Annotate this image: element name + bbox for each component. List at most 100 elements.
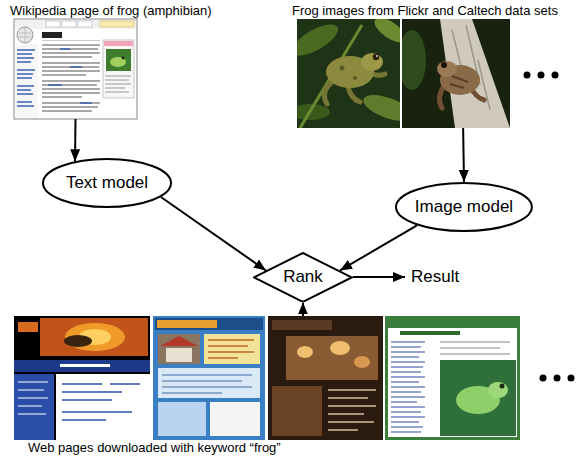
ellipse-outline [396,183,532,231]
web-page-screenshot [297,346,313,358]
more-dots [524,72,531,79]
model-ellipse: Image model [395,182,533,232]
wikipedia-screenshot [14,19,137,119]
frog-photo [373,54,379,60]
web-page-screenshot [268,316,383,440]
web-page-screenshot [488,382,508,398]
web-page-screenshot [155,318,263,330]
model-ellipse: Text model [42,158,172,208]
wikipedia-screenshot [100,21,134,27]
wikipedia-screenshot [110,57,126,67]
web-page-screenshot [158,334,200,364]
frog-photo [402,19,510,128]
frog-photo [437,61,457,77]
web-page-screenshot [440,342,510,354]
connector-arrow [462,128,465,182]
wikipedia-screenshot [17,50,35,106]
web-page-screenshot [272,386,322,436]
web-page-screenshot [328,390,376,430]
web-page-screenshot [14,316,150,440]
web-page-screenshot [64,335,92,347]
web-page-screenshot [160,336,198,346]
web-page-screenshot [210,402,260,436]
wikipedia-screenshot [42,45,100,111]
web-page-screenshot [157,320,217,328]
wikipedia-screenshot [14,19,137,119]
picture-frame [14,19,137,119]
frog-photo [353,76,357,80]
frog-photo [360,90,400,127]
web-page-screenshot [208,340,254,358]
source-panel: Wikipedia page of frog (amphibian) [14,3,137,119]
web-page-screenshot [158,368,260,398]
more-dots [540,375,575,382]
frog-photo [441,62,447,68]
web-page-screenshot [18,382,48,414]
frog-photo [450,76,468,88]
web-page-screenshot [330,341,350,355]
frog-photo [376,55,378,57]
wikipedia-screenshot [104,41,133,46]
more-dots [540,375,547,382]
wikipedia-screenshot [42,40,100,41]
web-page-screenshot [60,364,110,367]
web-page-screenshot [62,384,140,420]
source-panel: Web pages downloaded with keyword “frog” [14,316,520,456]
frog-photo [371,19,400,47]
web-page-screenshot [14,374,54,440]
wikipedia-screenshot [62,21,76,27]
web-page-screenshot [14,316,150,440]
wikipedia-screenshot [15,44,38,118]
web-page-screenshot [153,316,265,440]
wikipedia-screenshot [48,49,92,103]
node-label: Rank [283,267,323,287]
node-label: Text model [66,173,148,193]
web-page-screenshot [18,322,38,332]
wikipedia-screenshot [18,27,32,43]
node-label: Wikipedia page of frog (amphibian) [10,3,212,19]
frog-photo [297,19,343,62]
node-label: Frog images from Flickr and Caltech data… [292,3,558,19]
connector-arrow [353,276,405,278]
connector-arrow [340,225,417,270]
web-page-screenshot [272,320,332,330]
more-dots [554,375,561,382]
wikipedia-screenshot [42,32,62,38]
result-label: Result [405,267,465,287]
web-page-screenshot [500,384,505,389]
frog-photo [361,53,383,71]
wikipedia-screenshot [122,57,125,60]
wikipedia-screenshot [15,20,136,29]
more-dots [568,375,575,382]
web-page-screenshot [65,323,125,351]
wikipedia-screenshot [105,76,131,92]
web-page-screenshot [391,342,425,432]
decision-diamond: Rank [253,252,353,303]
wikipedia-screenshot [17,27,33,43]
node-label: Web pages downloaded with keyword “frog” [28,440,281,456]
picture-frame [297,19,510,128]
more-dots [538,72,545,79]
more-dots [524,72,559,79]
web-page-screenshot [354,356,370,368]
node-label: Image model [415,197,513,217]
wikipedia-screenshot [106,49,131,71]
frog-photo [340,66,345,71]
web-page-screenshot [162,375,252,393]
web-page-screenshot [153,316,265,440]
frog-photo [402,30,426,90]
wikipedia-screenshot [103,40,134,98]
web-page-screenshot [387,318,519,439]
diamond-outline [254,253,352,302]
web-page-screenshot [388,319,517,328]
wikipedia-screenshot [78,21,92,27]
web-page-screenshot [387,318,519,439]
connector-arrow [302,302,304,316]
web-page-screenshot [158,402,206,436]
web-page-screenshot [56,374,150,440]
picture-frame [14,316,520,440]
node-label: Result [411,267,459,287]
